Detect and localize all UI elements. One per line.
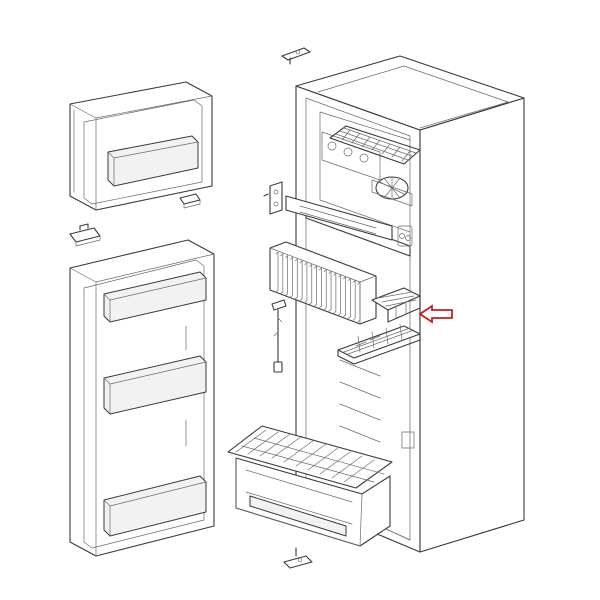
fridge-shelf	[337, 323, 421, 365]
middle-hinge	[263, 181, 283, 215]
divider-cover	[285, 195, 393, 241]
freezer-shelf	[329, 125, 421, 165]
top-hinge	[281, 47, 311, 65]
door-clip	[179, 193, 201, 209]
evaporator-fin	[348, 278, 351, 319]
evaporator-fin	[352, 279, 356, 321]
crisper-drawer	[227, 425, 393, 547]
arrow-left-icon	[418, 304, 453, 324]
middle-hinge-bracket	[69, 223, 101, 247]
evaporator-fin	[290, 256, 293, 298]
callout-arrow	[418, 304, 453, 324]
evaporator-fin	[299, 260, 303, 302]
evaporator-shelf	[371, 287, 421, 323]
evaporator-fin	[323, 269, 327, 310]
evaporator-fin	[275, 251, 279, 293]
evaporator-fin	[309, 264, 313, 305]
evaporator-fin	[304, 262, 308, 303]
thermostat-sensor	[271, 299, 287, 373]
bottom-hinge	[283, 547, 313, 569]
evaporator-fin	[333, 272, 337, 314]
evaporator-fin	[319, 267, 322, 309]
evaporator-fin	[338, 274, 342, 316]
evaporator-fin	[328, 271, 332, 312]
evaporator-fin	[314, 265, 317, 307]
evaporator-fin	[285, 255, 288, 296]
fridge-door	[69, 239, 215, 557]
fan-unit	[371, 176, 413, 207]
evaporator-fin	[357, 281, 361, 323]
evaporator-fin	[294, 258, 298, 300]
evaporator-fin	[343, 276, 346, 318]
finned-evaporator	[269, 241, 377, 325]
evaporator-fin	[280, 253, 284, 295]
freezer-door	[69, 81, 213, 211]
